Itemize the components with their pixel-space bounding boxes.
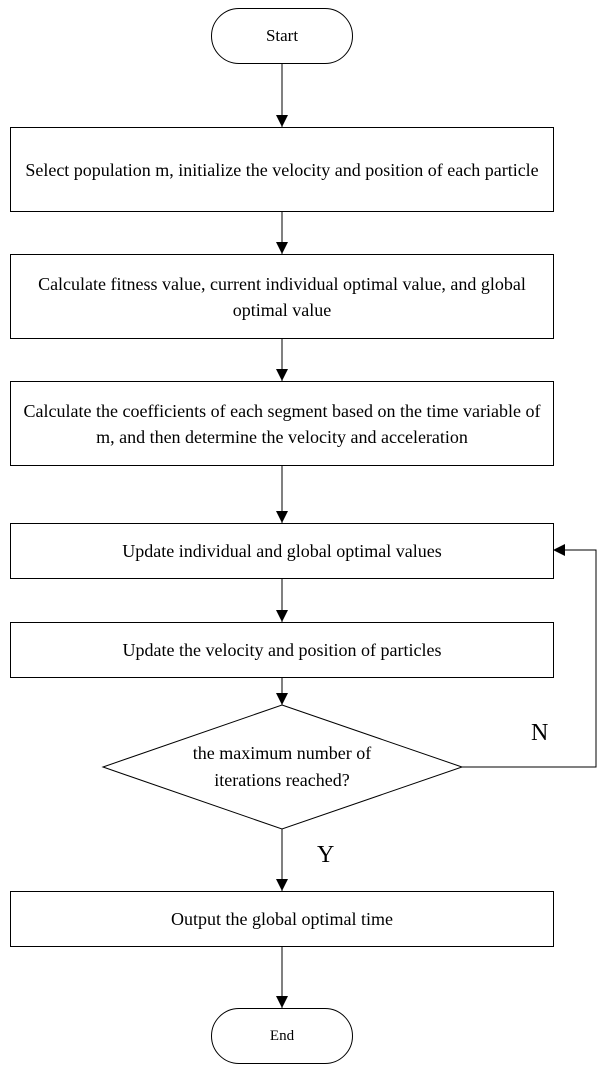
step-label: Calculate fitness value, current individ… (38, 273, 526, 320)
decision-label: the maximum number of iterations reached… (192, 743, 372, 790)
step-calculate-coefficients: Calculate the coefficients of each segme… (10, 381, 554, 466)
step-label: Calculate the coefficients of each segme… (23, 400, 541, 447)
step-label: Update individual and global optimal val… (122, 541, 442, 561)
no-branch-label: N (531, 720, 549, 746)
step-output-optimal-time: Output the global optimal time (10, 891, 554, 947)
start-label: Start (265, 26, 299, 45)
step-label: Select population m, initialize the velo… (25, 159, 539, 180)
end-terminal: End (211, 1008, 353, 1064)
step-label: Update the velocity and position of part… (122, 640, 442, 660)
step-calculate-fitness: Calculate fitness value, current individ… (10, 254, 554, 339)
step-update-optimal-values: Update individual and global optimal val… (10, 523, 554, 579)
step-update-velocity-position: Update the velocity and position of part… (10, 622, 554, 678)
arrow-decision-no-loop (462, 544, 597, 768)
yes-branch-label: Y (317, 842, 335, 868)
step-init-population: Select population m, initialize the velo… (10, 127, 554, 212)
step-label: Output the global optimal time (171, 909, 393, 929)
start-terminal: Start (211, 8, 353, 64)
end-label: End (269, 1028, 295, 1044)
